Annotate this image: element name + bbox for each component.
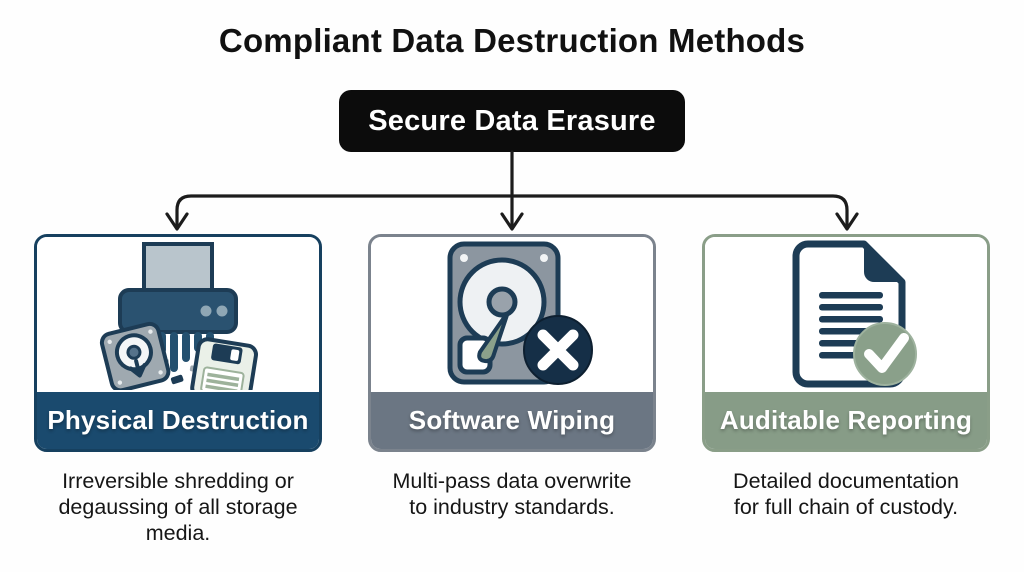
- card-software-wiping: Software Wiping: [368, 234, 656, 452]
- connector-right-line: [512, 194, 849, 229]
- card-label-bar: Software Wiping: [371, 392, 653, 449]
- arrowhead-right: [835, 212, 859, 231]
- card-physical-destruction: Physical Destruction: [34, 234, 322, 452]
- card-label-bar: Auditable Reporting: [705, 392, 987, 449]
- caption-physical-destruction: Irreversible shredding or degaussing of …: [58, 469, 298, 546]
- arrowhead-center: [500, 212, 524, 231]
- card-label: Physical Destruction: [47, 405, 309, 435]
- root-node-secure-data-erasure: Secure Data Erasure: [339, 90, 685, 152]
- card-auditable-reporting: Auditable Reporting: [702, 234, 990, 452]
- caption-auditable-reporting: Detailed documentation for full chain of…: [733, 469, 959, 520]
- connector-left-line: [175, 194, 512, 229]
- hard-drive-x-icon: [447, 241, 593, 385]
- page-title: Compliant Data Destruction Methods: [218, 22, 806, 59]
- card-label-bar: Physical Destruction: [37, 392, 319, 449]
- document-check-icon: [792, 240, 917, 387]
- shredder-destroyed-media-icon: [99, 241, 258, 390]
- card-icon-area: [37, 237, 319, 392]
- card-label: Software Wiping: [408, 405, 616, 435]
- arrowhead-left: [165, 212, 189, 231]
- caption-software-wiping: Multi-pass data overwrite to industry st…: [392, 469, 632, 520]
- card-icon-area: [705, 237, 987, 392]
- card-label: Auditable Reporting: [719, 405, 973, 435]
- card-icon-area: [371, 237, 653, 392]
- root-node-label: Secure Data Erasure: [368, 104, 656, 137]
